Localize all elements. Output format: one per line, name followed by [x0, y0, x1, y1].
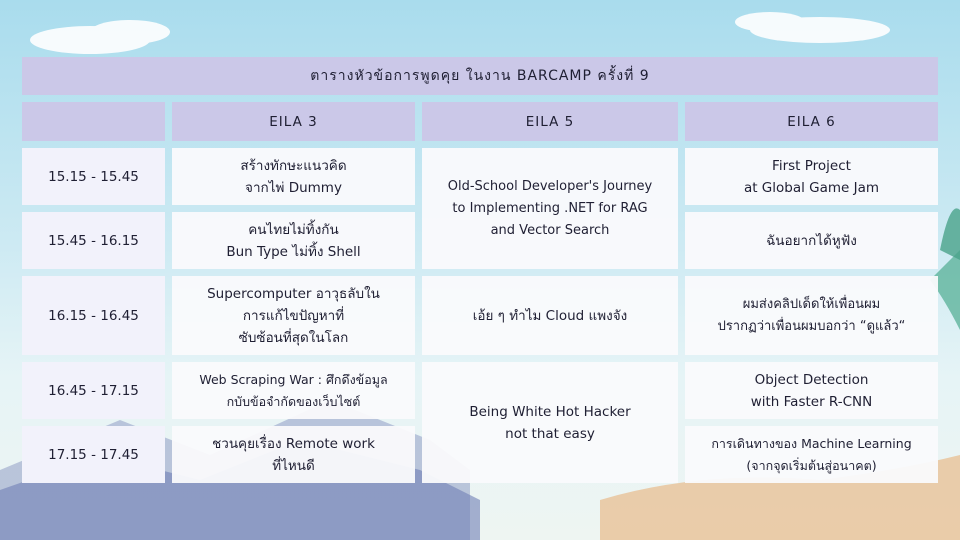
- talk-line: ปรากฏว่าเพื่อนผมบอกว่า “ดูแล้ว“: [717, 318, 906, 334]
- talk-line: ซับซ้อนที่สุดในโลก: [238, 329, 349, 346]
- talk-eila3-4: Web Scraping War : ศึกดึงข้อมูล กบับข้อจ…: [172, 362, 415, 419]
- talk-line: จากไพ่ Dummy: [245, 179, 342, 196]
- talk-eila5-1: Old-School Developer's Journey to Implem…: [422, 148, 678, 269]
- talk-line: ที่ไหนดี: [272, 457, 315, 474]
- time-slot: 16.45 - 17.15: [22, 362, 165, 419]
- talk-line: (จากจุดเริ่มต้นสู่อนาคต): [746, 457, 877, 473]
- talk-line: and Vector Search: [490, 222, 610, 238]
- talk-eila5-3: Being White Hot Hacker not that easy: [422, 362, 678, 483]
- room-header-eila5: EILA 5: [422, 102, 678, 141]
- talk-line: with Faster R-CNN: [750, 393, 873, 410]
- talk-line: สร้างทักษะแนวคิด: [240, 157, 347, 174]
- talk-eila3-5: ชวนคุยเรื่อง Remote work ที่ไหนดี: [172, 426, 415, 483]
- time-slot: 16.15 - 16.45: [22, 276, 165, 355]
- talk-line: ผมส่งคลิปเด็ดให้เพื่อนผม: [742, 296, 881, 312]
- talk-line: เอ้ย ๆ ทำไม Cloud แพงจัง: [472, 307, 628, 324]
- talk-line: ชวนคุยเรื่อง Remote work: [212, 435, 375, 452]
- talk-line: Being White Hot Hacker: [469, 403, 631, 420]
- talk-line: Web Scraping War : ศึกดึงข้อมูล: [199, 371, 388, 387]
- talk-eila6-5: การเดินทางของ Machine Learning (จากจุดเร…: [685, 426, 938, 483]
- talk-eila6-2: ฉันอยากได้หูฟัง: [685, 212, 938, 269]
- room-header-eila6: EILA 6: [685, 102, 938, 141]
- talk-line: Old-School Developer's Journey: [447, 178, 653, 194]
- talk-eila3-2: คนไทยไม่ทิ้งกัน Bun Type ไม่ทิ้ง Shell: [172, 212, 415, 269]
- talk-eila6-3: ผมส่งคลิปเด็ดให้เพื่อนผม ปรากฏว่าเพื่อนผ…: [685, 276, 938, 355]
- time-slot: 15.15 - 15.45: [22, 148, 165, 205]
- talk-line: Bun Type ไม่ทิ้ง Shell: [226, 243, 361, 260]
- talk-line: to Implementing .NET for RAG: [452, 200, 648, 216]
- talk-line: First Project: [772, 157, 851, 174]
- time-slot: 15.45 - 16.15: [22, 212, 165, 269]
- talk-line: ฉันอยากได้หูฟัง: [766, 232, 857, 249]
- talk-eila6-1: First Project at Global Game Jam: [685, 148, 938, 205]
- talk-line: at Global Game Jam: [743, 179, 880, 196]
- talk-eila3-1: สร้างทักษะแนวคิด จากไพ่ Dummy: [172, 148, 415, 205]
- talk-line: Supercomputer อาวุธลับใน: [207, 285, 380, 302]
- talk-eila3-3: Supercomputer อาวุธลับใน การแก้ไขปัญหาที…: [172, 276, 415, 355]
- talk-line: Object Detection: [754, 371, 869, 388]
- talk-line: กบับข้อจำกัดของเว็บไซต์: [226, 393, 361, 409]
- room-header-eila3: EILA 3: [172, 102, 415, 141]
- talk-eila6-4: Object Detection with Faster R-CNN: [685, 362, 938, 419]
- time-slot: 17.15 - 17.45: [22, 426, 165, 483]
- header-corner: [22, 102, 165, 141]
- schedule-title: ตารางหัวข้อการพูดคุย ในงาน BARCAMP ครั้ง…: [22, 57, 938, 95]
- talk-eila5-2: เอ้ย ๆ ทำไม Cloud แพงจัง: [422, 276, 678, 355]
- talk-line: การเดินทางของ Machine Learning: [711, 435, 912, 451]
- talk-line: การแก้ไขปัญหาที่: [242, 307, 345, 324]
- talk-line: คนไทยไม่ทิ้งกัน: [248, 221, 339, 238]
- talk-line: not that easy: [505, 425, 595, 442]
